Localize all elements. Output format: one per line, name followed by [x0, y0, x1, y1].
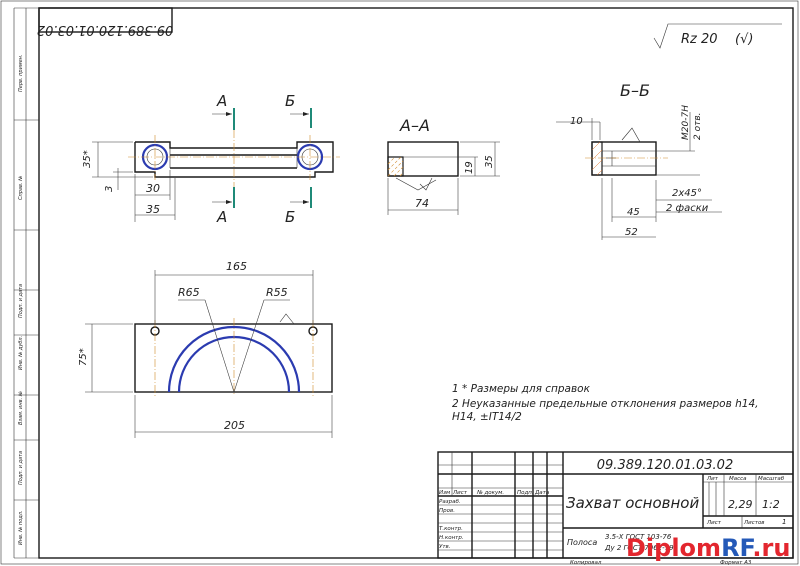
watermark-part1: Diplom	[626, 534, 721, 562]
side-label: Инв. № подл.	[18, 511, 24, 546]
dim-165: 165	[226, 260, 247, 273]
head-col: Лист	[452, 490, 468, 496]
section-bb-title: Б–Б	[620, 81, 650, 100]
copied-label: Копировал	[570, 560, 602, 566]
role-label: Пров.	[439, 508, 455, 514]
side-label: Перв. примен.	[18, 54, 24, 92]
plan-view	[85, 270, 333, 438]
section-bb	[556, 112, 722, 240]
stamp-number-box: 09.389.120.01.03.02	[37, 7, 173, 37]
dim-height-75: 75*	[78, 348, 89, 366]
head-col: Изм	[439, 490, 450, 496]
head-col: Подп.	[517, 490, 534, 496]
scale-value: 1:2	[762, 498, 780, 511]
head-col: Дата	[534, 490, 550, 496]
dim-aa-35: 35	[484, 155, 495, 168]
roughness-value: Rz 20	[681, 32, 718, 47]
dim-30: 30	[146, 182, 160, 195]
svg-text:DiplomRF.ru: DiplomRF.ru	[626, 534, 790, 562]
role-label: Т.контр.	[439, 526, 463, 532]
role-label: Утв.	[439, 544, 451, 550]
dim-bb-chamfer: 2х45°	[672, 188, 702, 199]
dim-bb-45: 45	[627, 207, 640, 218]
dim-aa-74: 74	[415, 197, 429, 210]
side-labels: Перв. примен. Справ. № Подп. и дата Инв.…	[18, 54, 24, 545]
side-label: Подп. и дата	[18, 451, 24, 485]
side-label: Справ. №	[18, 176, 24, 200]
roughness-symbol: Rz 20 (√)	[653, 23, 782, 49]
role-label: Н.контр.	[439, 535, 464, 541]
section-aa	[387, 141, 500, 215]
dim-aa-19: 19	[464, 161, 475, 174]
dim-205: 205	[224, 419, 245, 432]
sheet-label: Лист	[706, 520, 722, 526]
dim-bb-52: 52	[625, 227, 638, 238]
mass-label: Масса	[729, 476, 747, 482]
material-top: 3.5-Х ГОСТ 103-76	[605, 533, 672, 541]
section-mark-a-bottom: А	[216, 208, 227, 226]
part-name: Захват основной	[566, 494, 699, 512]
role-label: Разраб.	[439, 499, 461, 505]
mass-value: 2,29	[728, 498, 753, 511]
dim-bb-10: 10	[570, 116, 583, 127]
section-mark-a-top: А	[216, 92, 227, 110]
title-designation: 09.389.120.01.03.02	[597, 458, 733, 473]
title-block	[437, 451, 794, 559]
side-label: Инв. № дубл.	[18, 336, 24, 370]
dim-35: 35	[146, 203, 160, 216]
dim-3: 3	[104, 186, 115, 192]
watermark-part2: RF	[721, 534, 754, 562]
format-label: Формат А3	[720, 560, 752, 566]
material-bottom: Ду 2 ГОСТ 7062-79	[604, 544, 674, 552]
stamp-number: 09.389.120.01.03.02	[37, 22, 173, 37]
roughness-check: (√)	[735, 32, 753, 47]
dim-r65: R65	[178, 286, 200, 299]
section-aa-title: А–А	[399, 116, 430, 135]
sheets-label: Листов	[743, 520, 765, 526]
watermark-logo: DiplomRF.ru	[626, 534, 790, 562]
head-col: № докум.	[476, 490, 504, 496]
side-label: Подп. и дата	[18, 284, 24, 318]
scale-label: Масштаб	[758, 476, 785, 482]
note-line: Н14, ±IT14/2	[452, 411, 522, 423]
dim-bb-holes: 2 отв.	[693, 112, 703, 140]
technical-notes: 1 * Размеры для справок 2 Неуказанные пр…	[452, 383, 758, 423]
note-line: 1 * Размеры для справок	[452, 383, 591, 395]
note-line: 2 Неуказанные предельные отклонения разм…	[452, 398, 758, 410]
material-label: Полоса	[567, 538, 597, 547]
lit-label: Лит	[706, 476, 719, 482]
side-label: Взам. инв. №	[18, 391, 24, 425]
sheets-count: 1	[782, 518, 786, 526]
front-view	[92, 108, 340, 222]
section-mark-b-top: Б	[285, 92, 295, 110]
section-mark-b-bottom: Б	[285, 208, 295, 226]
dim-r55: R55	[266, 286, 288, 299]
dim-bb-thread: М20-7Н	[681, 105, 691, 140]
watermark-part3: .ru	[752, 534, 790, 562]
dim-height-35: 35*	[82, 150, 93, 168]
dim-bb-chamfers: 2 фаски	[666, 203, 709, 214]
